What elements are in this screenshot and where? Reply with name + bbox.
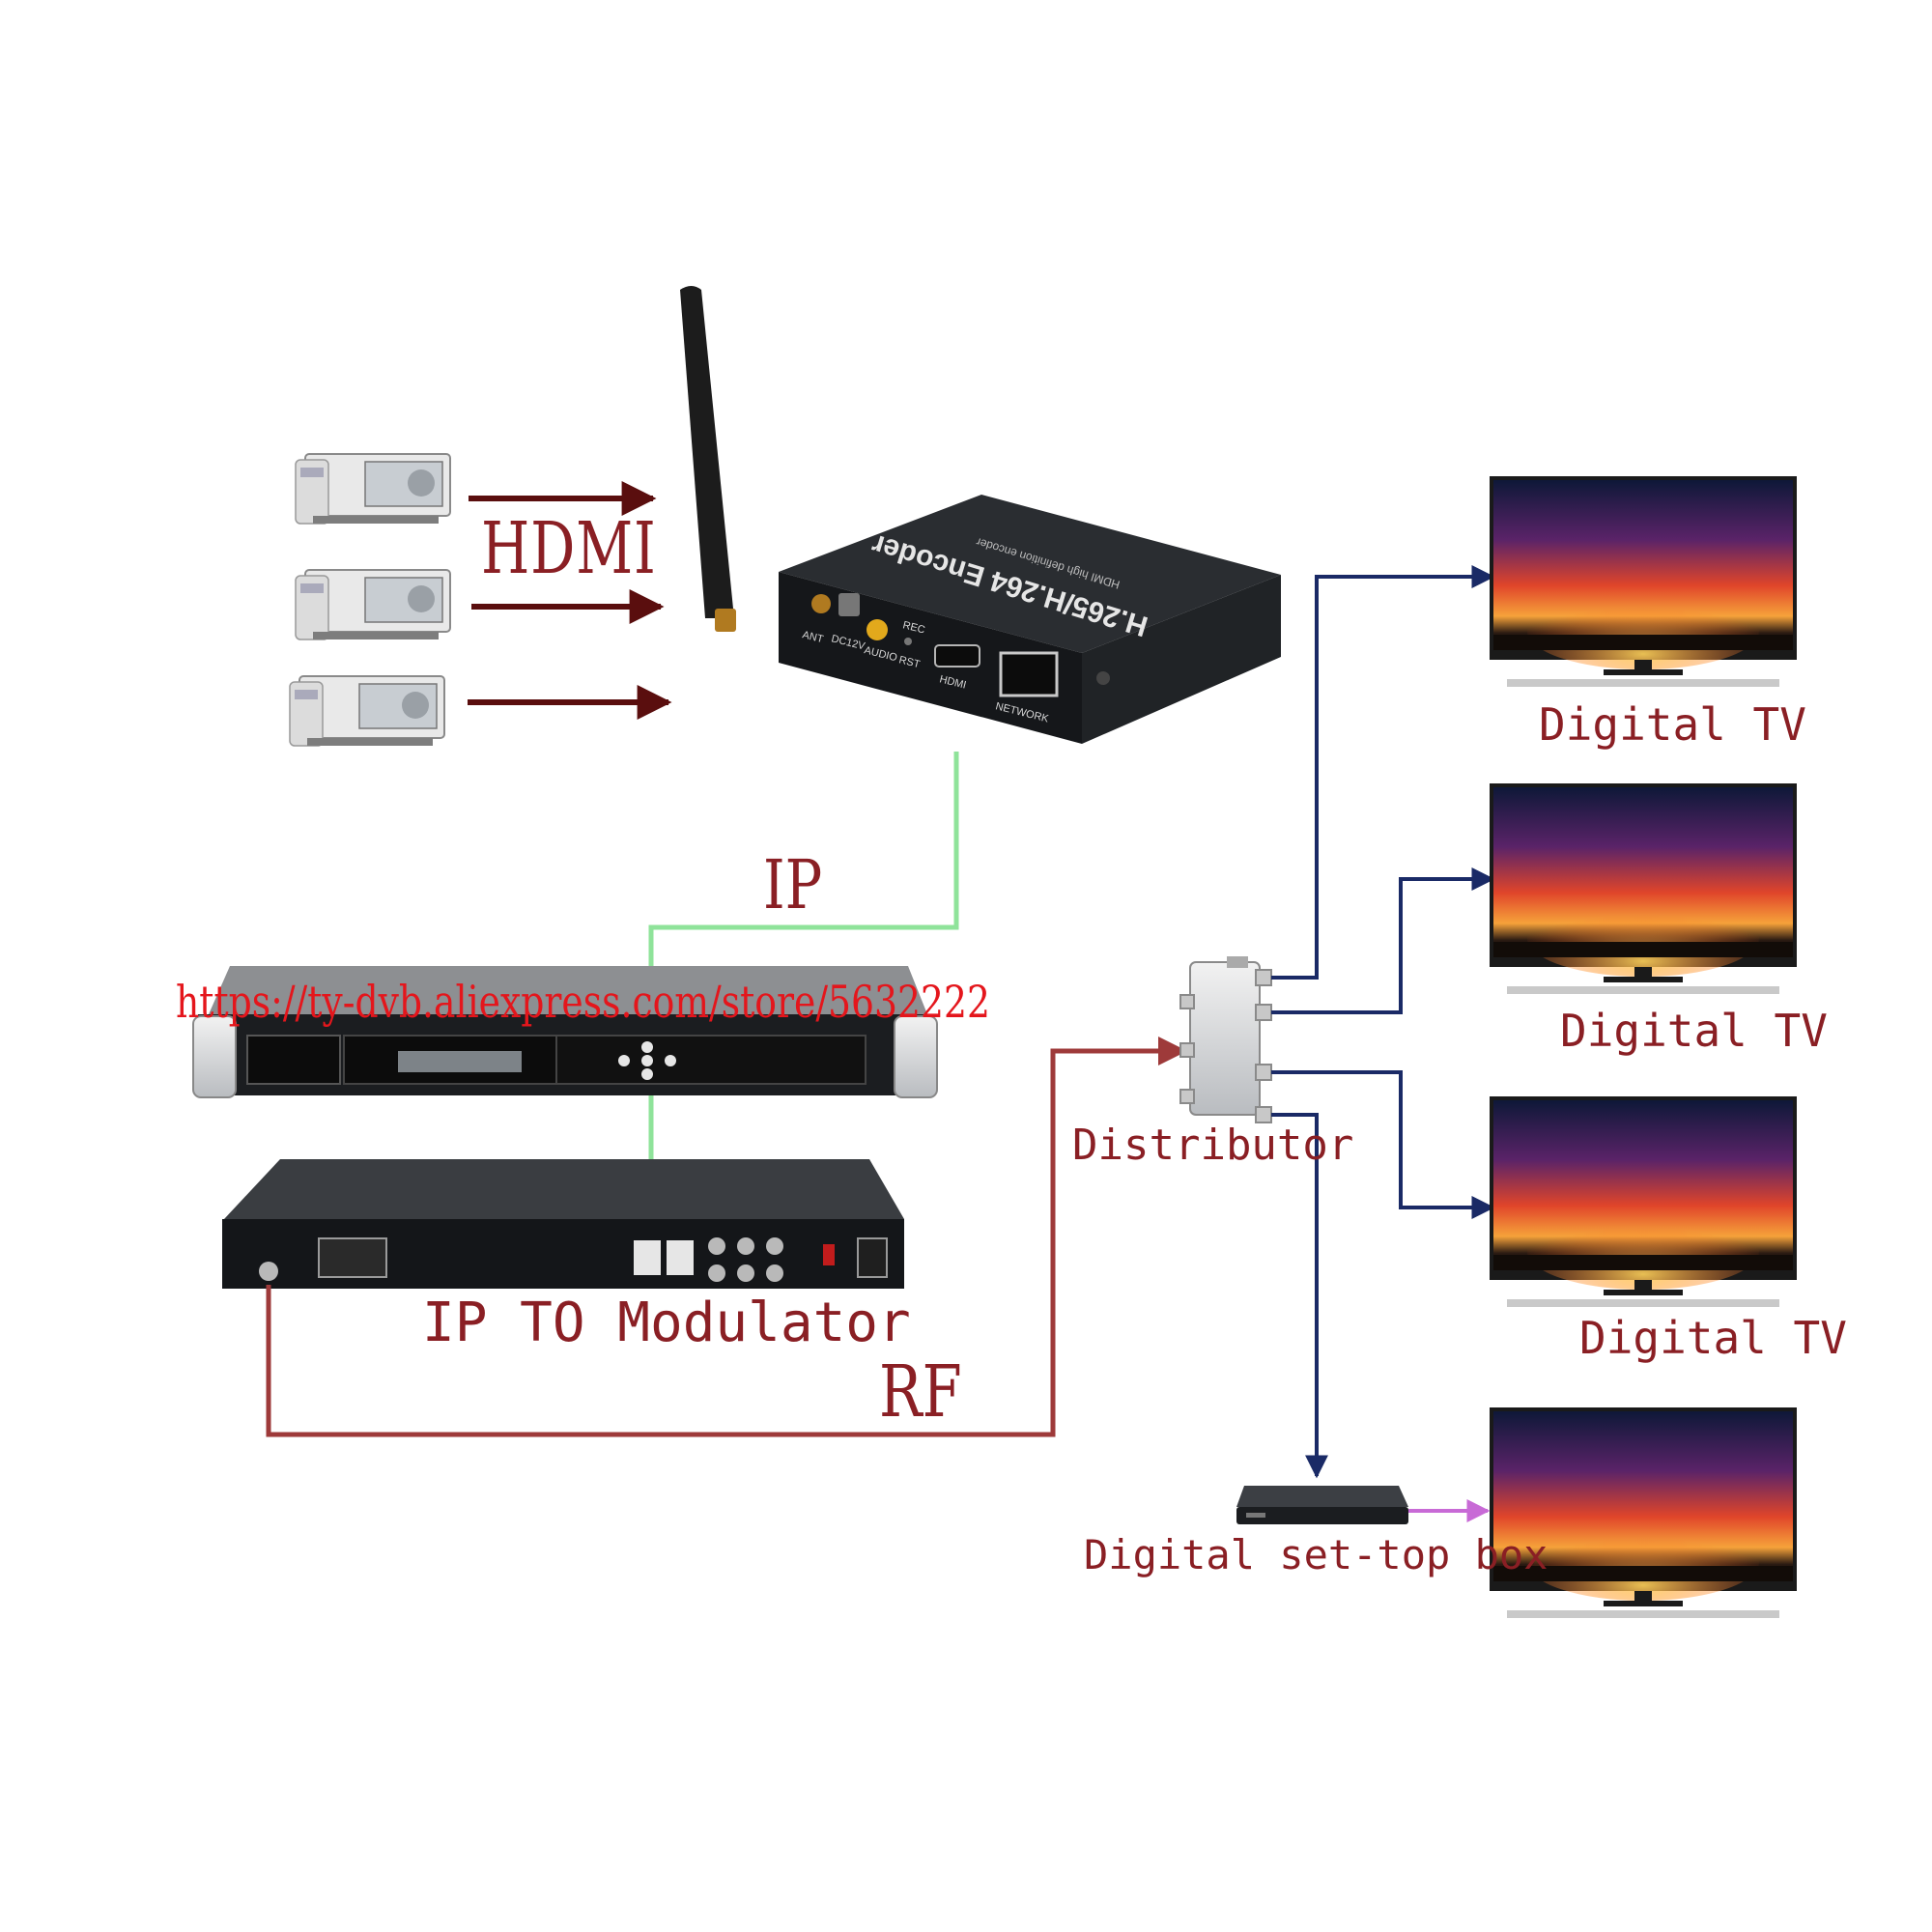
set-top-box-feed-line — [1271, 1113, 1328, 1479]
digital-set-top-box — [1236, 1486, 1408, 1524]
tv-feed-line-2 — [1271, 867, 1495, 1014]
hdmi-source-device-2 — [295, 569, 451, 640]
port-ant-label: ANT — [801, 629, 825, 645]
ip-label: IP — [763, 845, 823, 924]
modulator-label: IP TO Modulator — [422, 1292, 911, 1354]
distributor-label: Distributor — [1072, 1121, 1354, 1170]
digital-tv-label-2: Digital TV — [1560, 1005, 1828, 1057]
digital-tv-4 — [1490, 1407, 1797, 1618]
digital-tv-2 — [1490, 783, 1797, 994]
digital-tv-label-1: Digital TV — [1539, 698, 1806, 751]
digital-tv-label-3: Digital TV — [1579, 1312, 1847, 1364]
store-url-watermark: https://ty-dvb.aliexpress.com/store/5632… — [176, 976, 991, 1028]
port-rec-label: REC — [901, 619, 925, 636]
hdmi-source-device-3 — [289, 675, 445, 747]
tv-feed-line-1 — [1271, 565, 1495, 980]
digital-tv-3 — [1490, 1096, 1797, 1307]
digital-tv-1 — [1490, 476, 1797, 687]
tv-feed-line-3 — [1271, 1070, 1495, 1219]
ip-to-modulator-device — [222, 1159, 904, 1289]
rf-cable-line — [266, 1037, 1187, 1437]
set-top-box-label: Digital set-top box — [1084, 1531, 1548, 1578]
distributor-device — [1179, 956, 1272, 1123]
rf-label: RF — [879, 1350, 962, 1434]
port-rst-label: RST — [897, 654, 922, 670]
hdmi-encoder-device: H.265/H.264 Encoder HDMI high definition… — [680, 286, 1281, 744]
rack-unit-front — [192, 966, 938, 1098]
hdmi-label: HDMI — [481, 507, 657, 590]
hdmi-source-device-1 — [295, 453, 451, 525]
